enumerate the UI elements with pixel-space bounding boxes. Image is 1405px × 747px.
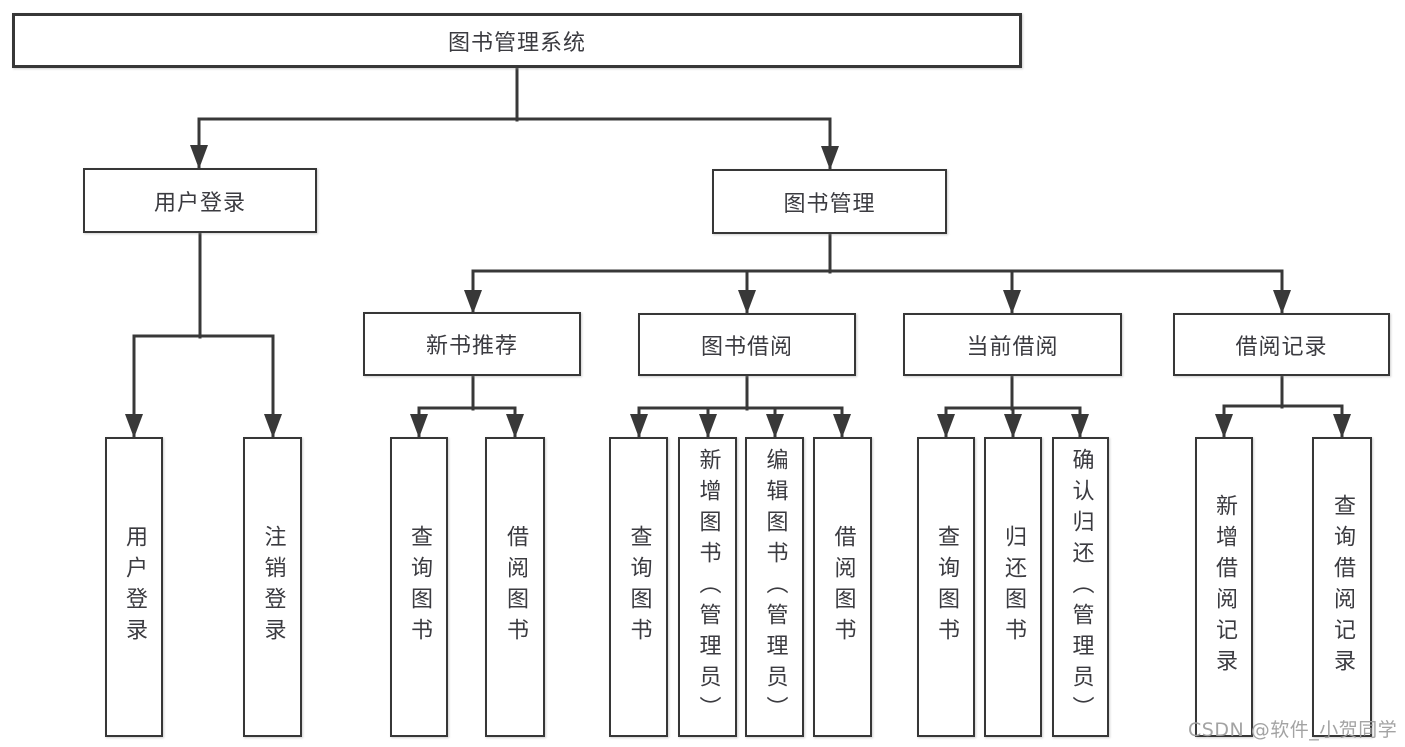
leaf-query-borrow-record-label: 查询借阅记录 <box>1330 494 1355 680</box>
leaf-borrow-books-recommend: 借阅图书 <box>485 437 545 737</box>
leaf-return-books: 归还图书 <box>984 437 1042 737</box>
leaf-query-books-current-label: 查询图书 <box>934 525 959 649</box>
connector-new-book-to-leaves <box>410 372 524 440</box>
connector-root-to-level2 <box>190 64 839 172</box>
leaf-query-books-recommend: 查询图书 <box>390 437 448 737</box>
node-user-login-label: 用户登录 <box>153 190 246 216</box>
node-book-borrow-label: 图书借阅 <box>700 334 793 360</box>
connector-borrow-record-to-leaves <box>1215 372 1351 440</box>
node-new-book-recommend: 新书推荐 <box>363 312 581 376</box>
leaf-add-books-admin-label: 新增图书（管理员） <box>695 447 721 727</box>
leaf-logout-label: 注销登录 <box>260 525 286 649</box>
leaf-edit-books-admin: 编辑图书（管理员） <box>745 437 804 737</box>
leaf-borrow-books-label: 借阅图书 <box>830 525 856 649</box>
node-borrow-record-label: 借阅记录 <box>1235 334 1328 360</box>
connector-book-borrow-to-leaves <box>630 372 851 440</box>
leaf-confirm-return-admin: 确认归还（管理员） <box>1052 437 1109 737</box>
node-root-label: 图书管理系统 <box>447 30 586 56</box>
leaf-edit-books-admin-label: 编辑图书（管理员） <box>762 447 788 727</box>
leaf-query-books-current: 查询图书 <box>917 437 975 737</box>
node-book-management-label: 图书管理 <box>783 191 876 217</box>
leaf-logout: 注销登录 <box>243 437 302 737</box>
node-new-book-recommend-label: 新书推荐 <box>425 334 518 359</box>
leaf-query-borrow-record: 查询借阅记录 <box>1312 437 1372 737</box>
leaf-query-books-recommend-label: 查询图书 <box>407 525 432 649</box>
leaf-user-login-label: 用户登录 <box>122 525 147 649</box>
connector-book-management-to-level3 <box>464 230 1291 316</box>
leaf-add-borrow-record: 新增借阅记录 <box>1195 437 1253 737</box>
leaf-borrow-books: 借阅图书 <box>813 437 872 737</box>
leaf-query-books-borrow: 查询图书 <box>609 437 668 737</box>
node-user-login: 用户登录 <box>83 168 317 233</box>
node-current-borrow: 当前借阅 <box>903 313 1122 376</box>
connector-user-login-to-leaves <box>125 229 282 440</box>
node-book-management: 图书管理 <box>712 169 947 234</box>
leaf-add-books-admin: 新增图书（管理员） <box>678 437 737 737</box>
node-book-borrow: 图书借阅 <box>638 313 856 376</box>
leaf-confirm-return-admin-label: 确认归还（管理员） <box>1068 447 1094 727</box>
node-borrow-record: 借阅记录 <box>1173 313 1390 376</box>
leaf-add-borrow-record-label: 新增借阅记录 <box>1212 494 1237 680</box>
node-current-borrow-label: 当前借阅 <box>966 334 1059 360</box>
csdn-watermark: CSDN @软件_小贺同学 <box>1188 719 1398 741</box>
connector-current-borrow-to-leaves <box>937 372 1089 440</box>
leaf-borrow-books-recommend-label: 借阅图书 <box>503 525 528 649</box>
leaf-return-books-label: 归还图书 <box>1001 525 1026 649</box>
leaf-user-login: 用户登录 <box>105 437 163 737</box>
node-root: 图书管理系统 <box>12 13 1022 68</box>
leaf-query-books-borrow-label: 查询图书 <box>626 525 652 649</box>
